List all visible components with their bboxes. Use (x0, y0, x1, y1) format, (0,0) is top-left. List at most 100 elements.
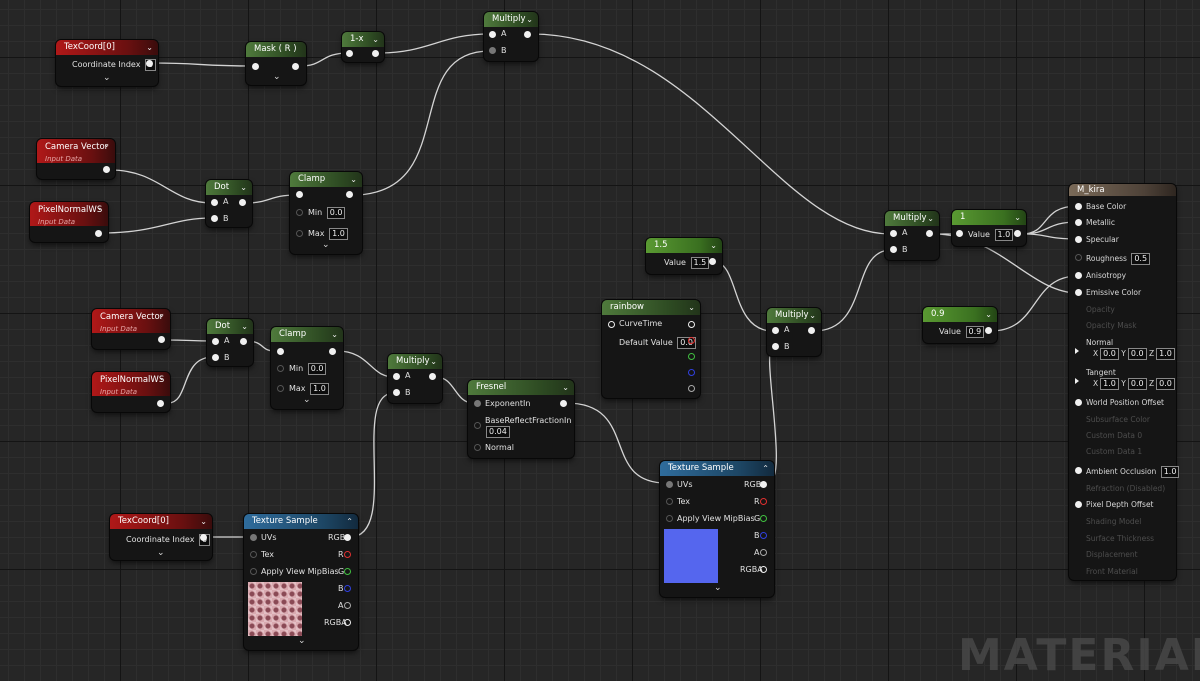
chevron-down-icon[interactable]: ⌄ (331, 330, 338, 339)
node-pixel-normal-2[interactable]: PixelNormalWS⌄Input Data (92, 372, 170, 412)
min-pin[interactable] (277, 365, 284, 372)
chevron-down-icon[interactable]: ⌄ (710, 241, 717, 250)
expand-icon[interactable]: ⌄ (103, 73, 111, 83)
input-pin[interactable] (277, 348, 284, 355)
output-pin[interactable] (808, 327, 815, 334)
brf-pin[interactable] (474, 422, 481, 429)
node-fresnel[interactable]: Fresnel⌄ ExponentIn BaseReflectFractionI… (468, 380, 574, 458)
brf-value[interactable]: 0.04 (486, 426, 510, 438)
node-dot-1[interactable]: Dot⌄ A B (206, 180, 252, 227)
normal-x[interactable]: 0.0 (1100, 348, 1119, 360)
node-rainbow[interactable]: rainbow⌄ CurveTime Default Value 0.0 (602, 300, 700, 398)
node-mask[interactable]: Mask ( R ) ⌄ (246, 42, 306, 85)
tangent-z[interactable]: 0.0 (1156, 378, 1175, 390)
node-texcoord-1[interactable]: TexCoord[0]⌄ Coordinate Index 0 ⌄ (56, 40, 158, 86)
max-pin[interactable] (296, 230, 303, 237)
chevron-up-icon[interactable]: ⌃ (762, 464, 769, 473)
node-multiply-top[interactable]: Multiply⌄ A B (484, 12, 538, 61)
node-constant-1[interactable]: 1⌄ Value 1.0 (952, 210, 1026, 246)
chevron-down-icon[interactable]: ⌄ (985, 310, 992, 319)
output-pin[interactable] (146, 60, 153, 67)
b-pin[interactable] (344, 585, 351, 592)
mip-pin[interactable] (250, 568, 257, 575)
expand-icon[interactable]: ⌄ (322, 240, 330, 250)
output-pin[interactable] (329, 348, 336, 355)
input-pin-a[interactable] (211, 199, 218, 206)
a-pin[interactable] (760, 549, 767, 556)
input-pin-b[interactable] (393, 389, 400, 396)
output-pin[interactable] (158, 336, 165, 343)
specular-pin[interactable] (1075, 236, 1082, 243)
chevron-down-icon[interactable]: ⌄ (430, 357, 437, 366)
expand-icon[interactable]: ⌄ (157, 548, 165, 558)
b-pin[interactable] (760, 532, 767, 539)
pdo-pin[interactable] (1075, 501, 1082, 508)
node-multiply-mid[interactable]: Multiply⌄ A B (388, 354, 442, 403)
input-pin[interactable] (252, 63, 259, 70)
a-pin[interactable] (344, 602, 351, 609)
normal-y[interactable]: 0.0 (1127, 348, 1147, 360)
normal-z[interactable]: 1.0 (1156, 348, 1175, 360)
node-constant-1-5[interactable]: 1.5⌄ Value 1.5 (646, 238, 722, 274)
node-clamp-2[interactable]: Clamp⌄ Min 0.0 Max 1.0 ⌄ (271, 327, 343, 409)
output-pin[interactable] (200, 534, 207, 541)
node-dot-2[interactable]: Dot⌄ A B (207, 319, 253, 366)
node-camera-vector-1[interactable]: Camera Vector⌄Input Data (37, 139, 115, 179)
output-pin[interactable] (103, 166, 110, 173)
input-pin-a[interactable] (393, 373, 400, 380)
output-pin[interactable] (985, 327, 992, 334)
value-field[interactable]: 0.9 (965, 326, 985, 338)
normal-pin[interactable] (1075, 348, 1079, 354)
input-pin[interactable] (296, 191, 303, 198)
input-pin-b[interactable] (211, 215, 218, 222)
chevron-down-icon[interactable]: ⌄ (688, 303, 695, 312)
output-pin[interactable] (239, 199, 246, 206)
input-pin-a[interactable] (489, 31, 496, 38)
output-pin[interactable] (157, 400, 164, 407)
max-value[interactable]: 1.0 (310, 383, 329, 395)
input-pin[interactable] (346, 50, 353, 57)
chevron-down-icon[interactable]: ⌄ (103, 140, 110, 149)
output-pin[interactable] (926, 230, 933, 237)
node-multiply-final[interactable]: Multiply⌄ A B (885, 211, 939, 260)
output-pin[interactable] (688, 321, 695, 328)
input-pin-b[interactable] (772, 343, 779, 350)
wpo-pin[interactable] (1075, 399, 1082, 406)
mip-pin[interactable] (666, 515, 673, 522)
rgb-pin[interactable] (344, 534, 351, 541)
chevron-down-icon[interactable]: ⌄ (809, 311, 816, 320)
chevron-down-icon[interactable]: ⌄ (158, 373, 165, 382)
node-texture-sample-1[interactable]: Texture Sample⌃ UVs Tex Apply View MipBi… (244, 514, 358, 650)
metallic-pin[interactable] (1075, 219, 1082, 226)
node-camera-vector-2[interactable]: Camera Vector⌄Input Data (92, 309, 170, 349)
value-field[interactable]: 1.5 (690, 257, 710, 269)
chevron-down-icon[interactable]: ⌄ (1014, 213, 1021, 222)
chevron-down-icon[interactable]: ⌄ (562, 383, 569, 392)
output-b-pin[interactable] (688, 369, 695, 376)
tangent-x[interactable]: 1.0 (1100, 378, 1119, 390)
roughness-pin[interactable] (1075, 254, 1082, 261)
output-pin[interactable] (560, 400, 567, 407)
max-value[interactable]: 1.0 (329, 228, 348, 240)
max-pin[interactable] (277, 385, 284, 392)
output-g-pin[interactable] (688, 353, 695, 360)
output-pin[interactable] (429, 373, 436, 380)
rgb-pin[interactable] (760, 481, 767, 488)
node-material-result[interactable]: M_kira Base Color Metallic Specular Roug… (1069, 184, 1180, 580)
r-pin[interactable] (760, 498, 767, 505)
node-constant-0-9[interactable]: 0.9⌄ Value 0.9 (923, 307, 997, 343)
expand-icon[interactable]: ⌄ (303, 395, 311, 405)
tex-pin[interactable] (250, 551, 257, 558)
chevron-down-icon[interactable]: ⌄ (241, 322, 248, 331)
chevron-down-icon[interactable]: ⌄ (526, 15, 533, 24)
chevron-down-icon[interactable]: ⌄ (372, 35, 379, 44)
node-multiply-right[interactable]: Multiply⌄ A B (767, 308, 821, 356)
tex-pin[interactable] (666, 498, 673, 505)
ao-pin[interactable] (1075, 467, 1082, 474)
expand-icon[interactable]: ⌄ (714, 583, 722, 593)
output-r-pin[interactable] (688, 337, 695, 344)
output-pin[interactable] (709, 258, 716, 265)
r-pin[interactable] (344, 551, 351, 558)
uvs-pin[interactable] (250, 534, 257, 541)
min-value[interactable]: 0.0 (307, 363, 327, 375)
